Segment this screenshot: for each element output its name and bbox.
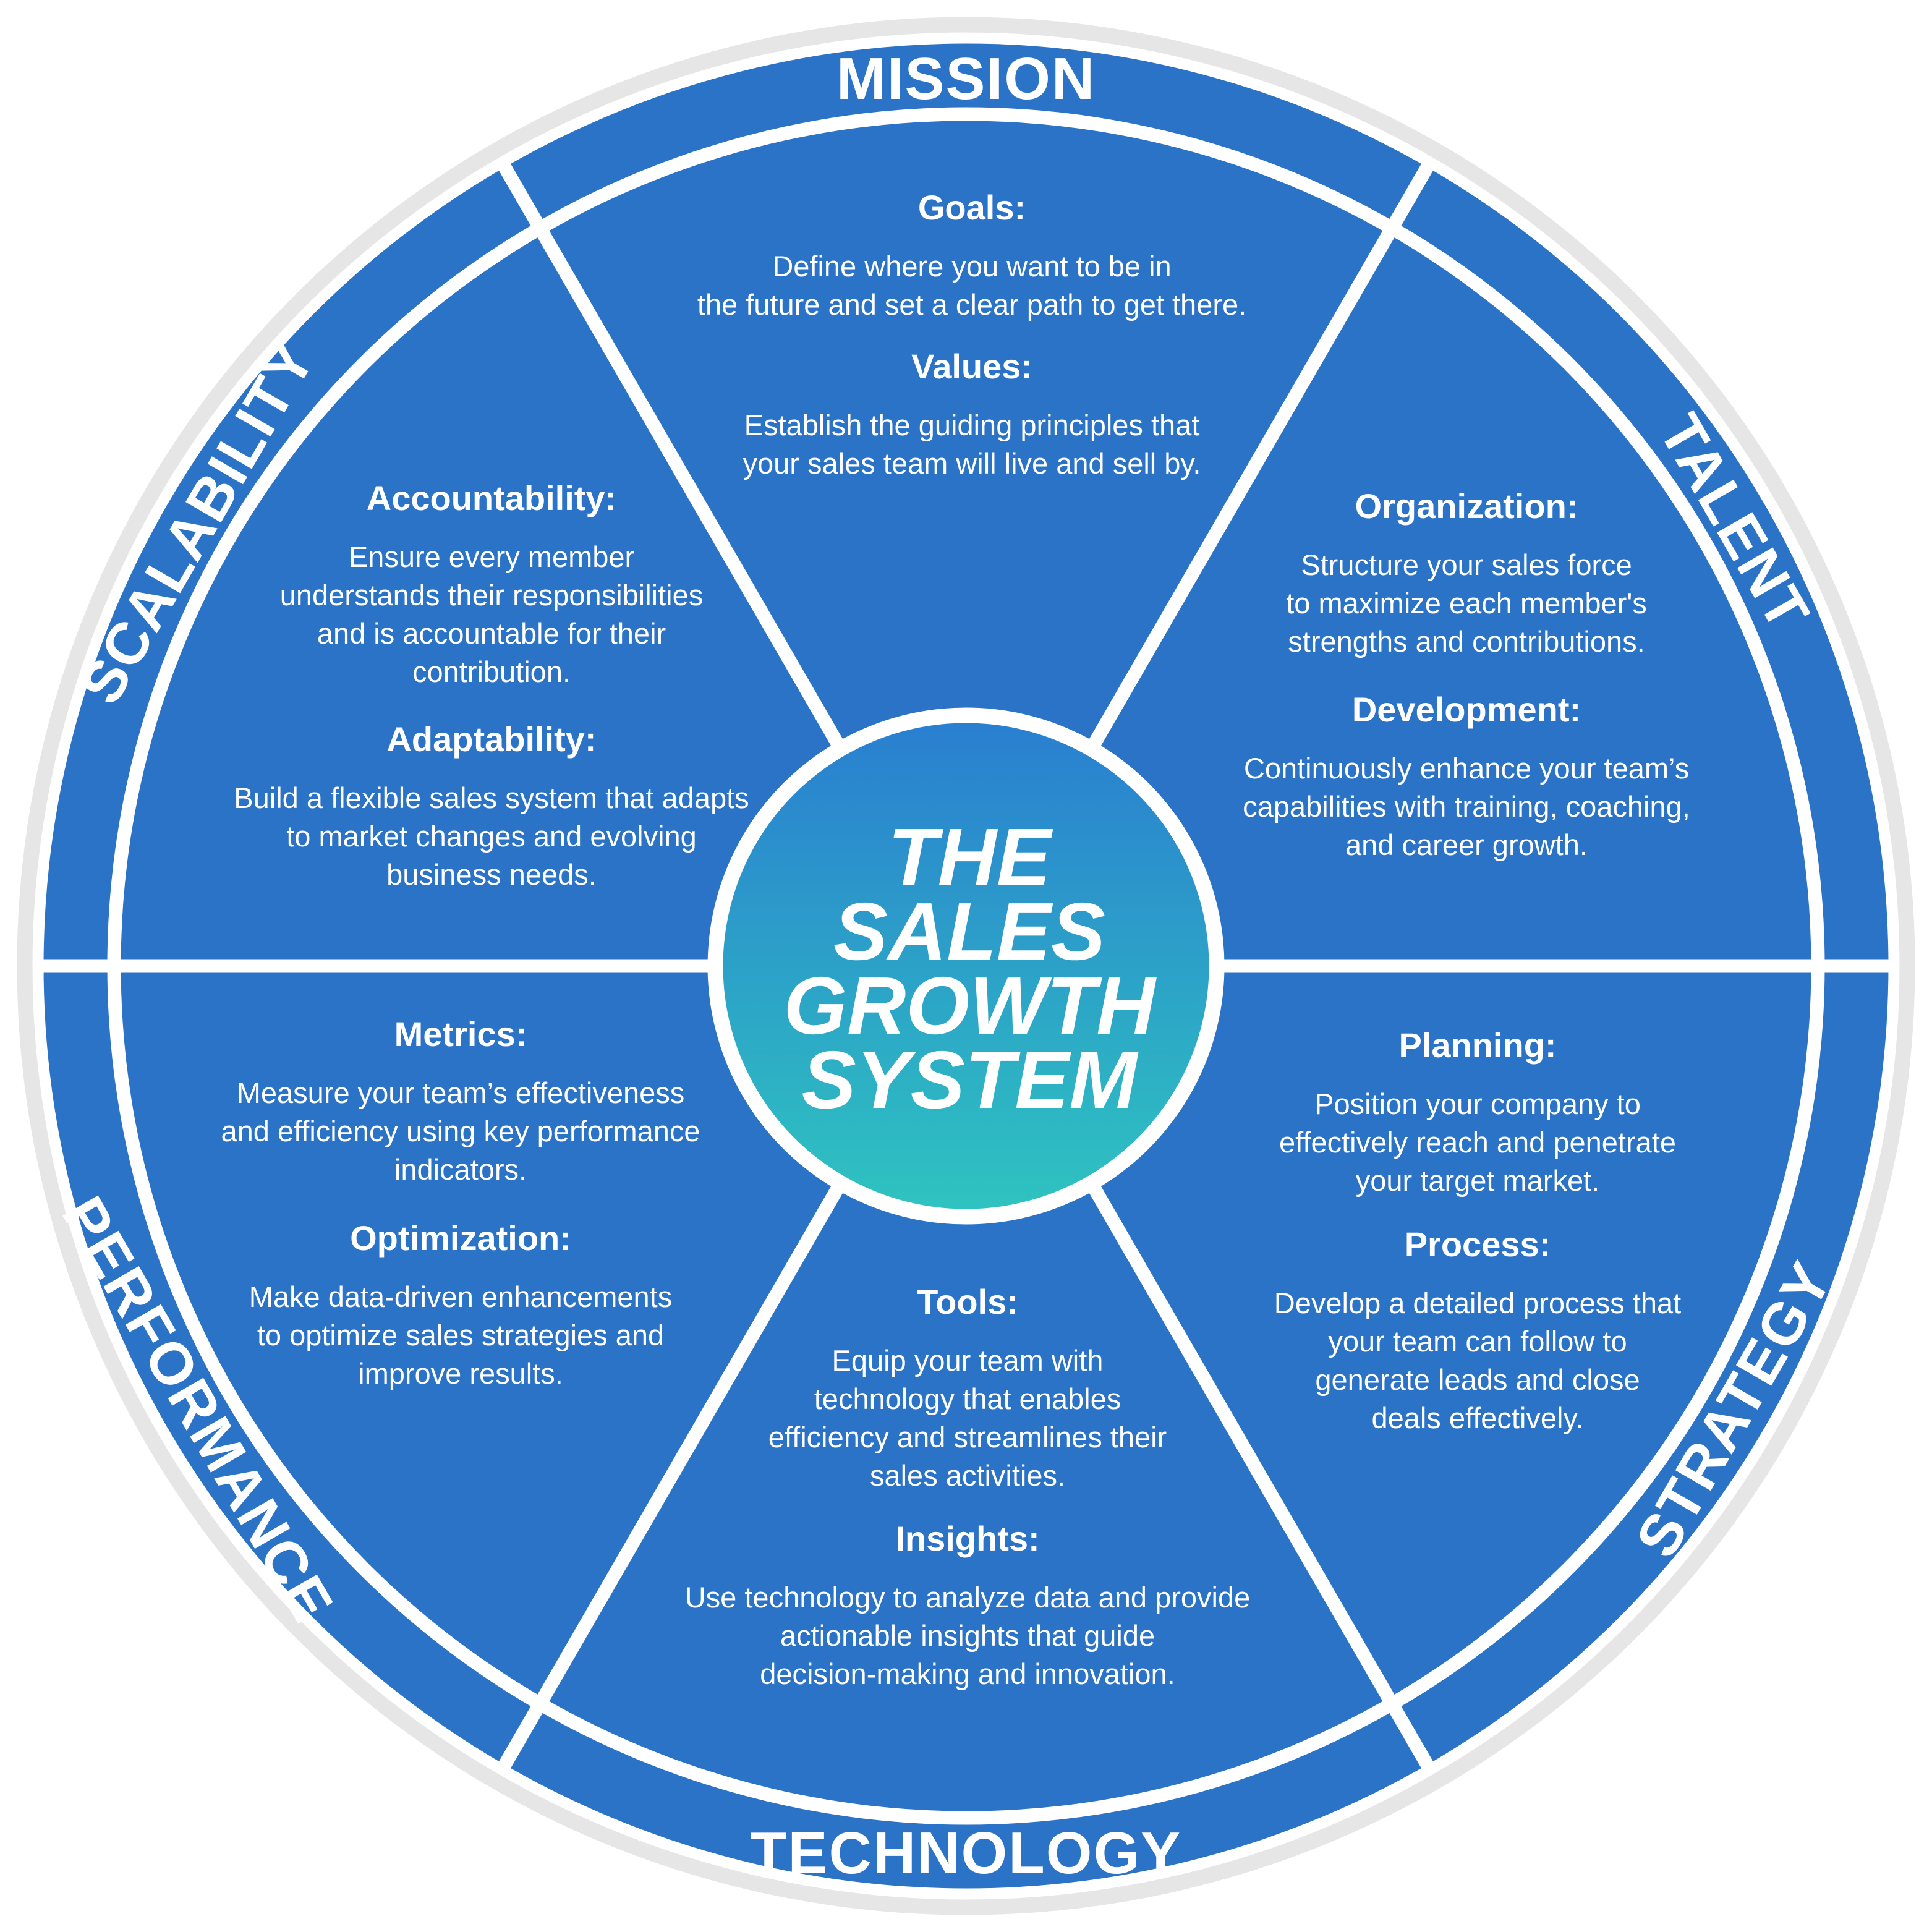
block-text-line: Build a flexible sales system that adapt… bbox=[234, 781, 749, 814]
segment-text-layer: Goals: Define where you want to be in the … bbox=[221, 188, 1690, 1690]
center-title-line-1: THE bbox=[888, 812, 1053, 903]
center-title-line-4: SYSTEM bbox=[802, 1034, 1139, 1125]
block-heading: Tools: bbox=[917, 1282, 1018, 1321]
block-text-line: Measure your team’s effectiveness bbox=[237, 1076, 685, 1109]
block-text-line: effectively reach and penetrate bbox=[1279, 1126, 1676, 1159]
center-title-line-2: SALES bbox=[833, 886, 1105, 977]
block-text-line: deals effectively. bbox=[1371, 1402, 1583, 1434]
block-heading: Organization: bbox=[1355, 487, 1578, 526]
block-heading: Insights: bbox=[895, 1519, 1039, 1558]
segment-text-strategy: Planning: Position your company to effecti… bbox=[1274, 1026, 1681, 1434]
block-text-line: indicators. bbox=[394, 1153, 527, 1186]
block-text-line: decision-making and innovation. bbox=[760, 1658, 1175, 1690]
block-text-line: your target market. bbox=[1356, 1164, 1599, 1197]
block-text-line: Continuously enhance your team’s bbox=[1244, 752, 1689, 785]
block-heading: Development: bbox=[1352, 690, 1581, 729]
block-text-line: to market changes and evolving bbox=[286, 820, 697, 853]
block-text-line: improve results. bbox=[358, 1357, 563, 1390]
segment-text-talent: Organization: Structure your sales force t… bbox=[1243, 487, 1690, 861]
block-text-line: and is accountable for their bbox=[317, 617, 666, 650]
block-text-line: strengths and contributions. bbox=[1288, 625, 1645, 658]
block-heading: Adaptability: bbox=[386, 720, 596, 759]
segments-layer bbox=[37, 43, 1895, 1889]
block-text-line: Define where you want to be in bbox=[772, 250, 1171, 283]
block-text-line: Position your company to bbox=[1314, 1087, 1641, 1120]
block-text-line: Structure your sales force bbox=[1301, 548, 1632, 581]
segment-wedge-strategy bbox=[966, 966, 1889, 1765]
ring-label-technology: TECHNOLOGY bbox=[751, 1820, 1181, 1886]
block-text-line: actionable insights that guide bbox=[780, 1619, 1155, 1652]
center-title-line-3: GROWTH bbox=[783, 960, 1157, 1051]
block-heading: Accountability: bbox=[367, 479, 616, 517]
block-text-line: capabilities with training, coaching, bbox=[1243, 790, 1690, 823]
block-heading: Planning: bbox=[1398, 1026, 1556, 1065]
center-hub: THE SALES GROWTH SYSTEM bbox=[707, 707, 1225, 1225]
block-text-line: your sales team will live and sell by. bbox=[743, 447, 1201, 480]
block-text-line: contribution. bbox=[412, 655, 571, 688]
block-text-line: technology that enables bbox=[814, 1382, 1121, 1415]
center-hub-disc bbox=[723, 723, 1209, 1209]
segment-text-technology: Tools: Equip your team with technology tha… bbox=[685, 1282, 1251, 1690]
segment-wedge-performance bbox=[43, 966, 966, 1765]
block-text-line: generate leads and close bbox=[1315, 1363, 1640, 1396]
block-heading: Values: bbox=[911, 347, 1032, 386]
segment-wedge-talent bbox=[966, 167, 1889, 966]
block-text-line: understands their responsibilities bbox=[280, 579, 703, 611]
block-text-line: Equip your team with bbox=[832, 1344, 1104, 1377]
segment-text-performance: Metrics: Measure your team’s effectivenes… bbox=[221, 1015, 700, 1390]
block-text-line: to optimize sales strategies and bbox=[257, 1319, 664, 1351]
block-text-line: Ensure every member bbox=[349, 540, 634, 573]
block-text-line: Use technology to analyze data and provi… bbox=[685, 1581, 1251, 1614]
segment-wedge-mission bbox=[504, 43, 1428, 966]
block-text-line: and career growth. bbox=[1345, 828, 1588, 861]
block-heading: Goals: bbox=[918, 188, 1026, 227]
block-heading: Process: bbox=[1405, 1225, 1551, 1264]
block-text-line: to maximize each member's bbox=[1286, 587, 1647, 619]
segment-text-scalability: Accountability: Ensure every member unders… bbox=[234, 479, 749, 891]
segment-text-mission: Goals: Define where you want to be in the … bbox=[697, 188, 1246, 480]
block-heading: Optimization: bbox=[350, 1219, 571, 1258]
segment-wedge-scalability bbox=[43, 167, 966, 966]
block-text-line: Develop a detailed process that bbox=[1274, 1287, 1681, 1319]
block-text-line: efficiency and streamlines their bbox=[768, 1421, 1167, 1453]
block-text-line: Make data-driven enhancements bbox=[249, 1280, 673, 1313]
block-text-line: and efficiency using key performance bbox=[221, 1115, 700, 1147]
block-text-line: your team can follow to bbox=[1328, 1325, 1627, 1358]
block-text-line: Establish the guiding principles that bbox=[744, 409, 1200, 441]
block-heading: Metrics: bbox=[394, 1015, 527, 1053]
segment-wedge-technology bbox=[504, 966, 1428, 1889]
block-text-line: business needs. bbox=[386, 858, 597, 891]
block-text-line: the future and set a clear path to get t… bbox=[697, 288, 1246, 321]
block-text-line: sales activities. bbox=[870, 1459, 1065, 1492]
ring-label-mission: MISSION bbox=[836, 46, 1096, 112]
